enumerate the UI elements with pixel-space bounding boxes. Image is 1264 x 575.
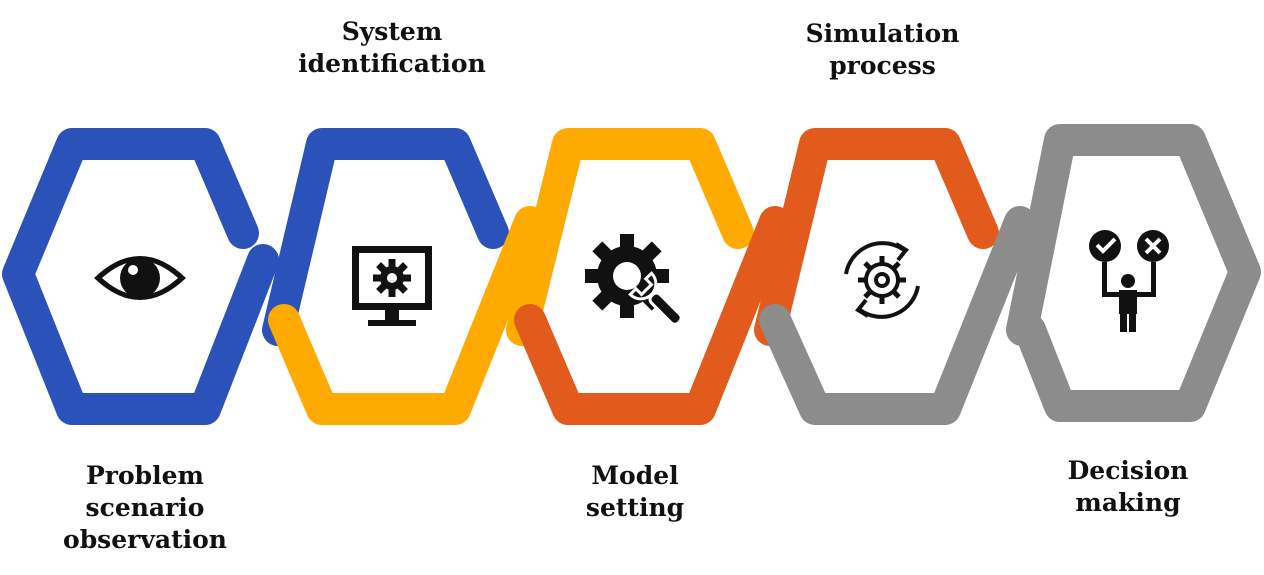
gear-refresh-icon xyxy=(844,241,920,319)
monitor-gear-icon xyxy=(352,246,432,326)
hexagon-identify-bottom xyxy=(268,206,546,425)
hexagon-model-bottom xyxy=(514,206,791,425)
label-problem-scenario-observation: Problem scenario observation xyxy=(63,461,227,554)
person-check-cross-icon xyxy=(1089,230,1169,332)
label-model-setting: Model setting xyxy=(585,461,685,522)
hexagon-decide xyxy=(1006,124,1261,422)
label-system-identification: System identification xyxy=(298,17,486,78)
eye-icon xyxy=(94,256,186,300)
hexagon-simulate-bottom xyxy=(759,206,1036,425)
hexagon-observe xyxy=(2,128,279,425)
hexagon-identify-top xyxy=(262,128,509,346)
label-simulation-process: Simulation process xyxy=(805,19,960,80)
gear-wrench-icon xyxy=(585,234,683,326)
label-decision-making: Decision making xyxy=(1067,456,1189,517)
hexagon-model-top xyxy=(506,128,754,346)
hexagon-simulate-top xyxy=(754,128,999,346)
